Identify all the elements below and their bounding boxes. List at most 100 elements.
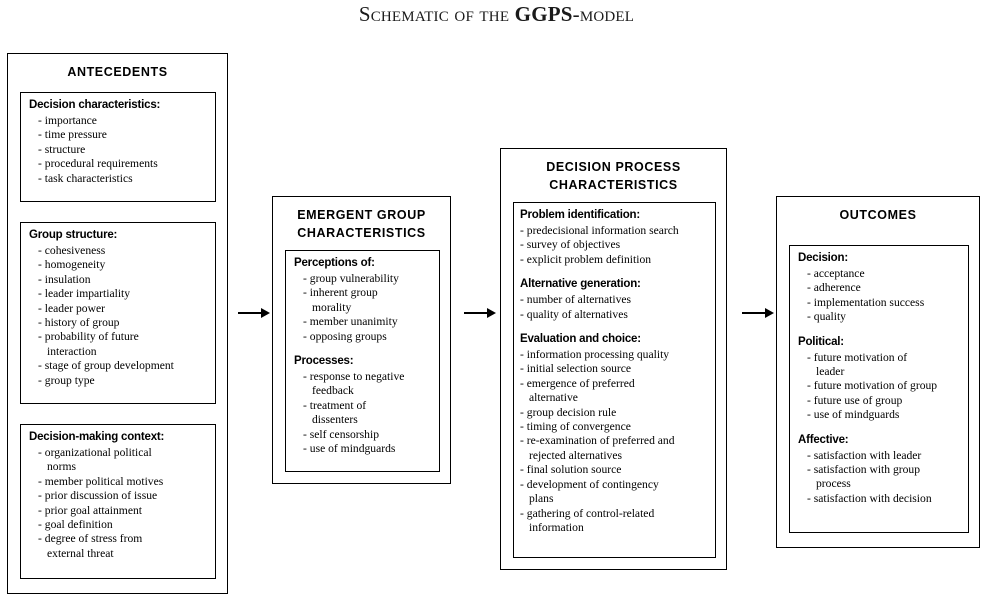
arrow-head-icon	[487, 307, 496, 318]
panel-emergent-characteristics: Perceptions of: - group vulnerability - …	[285, 250, 440, 472]
list-item: - response to negative feedback	[303, 370, 405, 398]
list-item-text: adherence	[813, 281, 861, 295]
list-item-text: initial selection source	[526, 362, 632, 376]
list-item-text: gathering of control-related information	[526, 506, 655, 534]
arrow-antecedents-to-emergent	[238, 307, 270, 319]
list-item-text: cohesiveness	[44, 244, 106, 257]
panel-decision-process: Problem identification: - predecisional …	[513, 202, 716, 558]
list-item: - satisfaction with decision	[807, 491, 932, 505]
list-item-text: timing of convergence	[526, 420, 631, 434]
list-item-text: final solution source	[526, 463, 622, 477]
list-item-text: group vulnerability	[309, 272, 399, 285]
list-evaluation-and-choice: - information processing quality - initi…	[520, 348, 711, 535]
list-group-structure: - cohesiveness - homogeneity - insulatio…	[29, 244, 207, 388]
list-item-text: future use of group	[813, 393, 903, 407]
list-item-text: satisfaction with group process	[813, 463, 921, 491]
arrow-shaft	[464, 312, 488, 314]
list-processes: - response to negative feedback - treatm…	[294, 370, 431, 456]
list-item: - predecisional information search	[520, 224, 679, 237]
stage-title-decision-process-characteristics: DECISION PROCESS CHARACTERISTICS	[505, 158, 722, 194]
panel-head-decision-characteristics: Decision characteristics:	[29, 99, 161, 111]
list-item: - adherence	[807, 281, 861, 295]
stage-title-outcomes: OUTCOMES	[839, 208, 917, 222]
list-item-text: leader power	[44, 301, 105, 315]
page-title-suffix: -model	[572, 2, 635, 26]
list-item: - timing of convergence	[520, 420, 631, 434]
list-affective-outcomes: - satisfaction with leader - satisfactio…	[798, 449, 960, 507]
list-item: - satisfaction with leader	[807, 448, 922, 462]
list-item-text: number of alternatives	[526, 293, 632, 307]
list-item: - development of contingency plans	[520, 477, 659, 506]
list-item: - member political motives	[38, 474, 164, 488]
list-item: - quality	[807, 310, 846, 324]
list-item: - probability of future interaction	[38, 330, 139, 358]
panel-head-affective: Affective:	[798, 433, 849, 446]
list-decision-outcomes: - acceptance - adherence - implementatio…	[798, 267, 960, 325]
list-item-text: probability of future interaction	[44, 330, 139, 358]
list-item-text: emergence of preferred alternative	[526, 376, 635, 405]
list-item-text: leader impartiality	[44, 287, 131, 301]
arrow-shaft	[238, 312, 262, 314]
list-item: - organizational political norms	[38, 446, 152, 474]
list-item: - quality of alternatives	[520, 307, 628, 321]
list-item: - time pressure	[38, 128, 107, 142]
list-item-text: treatment of dissenters	[309, 398, 367, 427]
list-item: - insulation	[38, 272, 91, 286]
list-item-text: history of group	[44, 316, 120, 330]
list-item: - re-examination of preferred and reject…	[520, 434, 675, 462]
panel-decision-making-context: Decision-making context: - organizationa…	[20, 424, 216, 579]
list-item: - structure	[38, 142, 86, 156]
list-item: - homogeneity	[38, 258, 106, 272]
list-item: - satisfaction with group process	[807, 463, 921, 491]
arrow-shaft	[742, 312, 766, 314]
list-item-text: explicit problem definition	[526, 252, 652, 266]
arrow-head-icon	[261, 307, 270, 318]
list-item-text: goal definition	[44, 518, 113, 532]
list-political-outcomes: - future motivation of leader - future m…	[798, 351, 960, 423]
list-item: - history of group	[38, 316, 120, 330]
list-item-text: group type	[44, 373, 95, 387]
list-item: - opposing groups	[303, 329, 387, 343]
list-item-text: future motivation of group	[813, 379, 938, 393]
stage-title-antecedents: ANTECEDENTS	[67, 65, 168, 79]
list-item: - member unanimity	[303, 315, 398, 329]
list-item: - leader impartiality	[38, 287, 131, 301]
page-title-prefix: Schematic of the	[358, 2, 515, 26]
list-item-text: prior discussion of issue	[44, 489, 158, 503]
stage-title-emergent-group-characteristics: EMERGENT GROUP CHARACTERISTICS	[277, 206, 446, 242]
page-title-model: GGPS	[514, 2, 573, 26]
list-item-text: survey of objectives	[526, 238, 621, 252]
list-item-text: predecisional information search	[526, 224, 679, 237]
list-item-text: homogeneity	[44, 258, 106, 272]
list-item: - emergence of preferred alternative	[520, 376, 635, 405]
stage-title-line-2: CHARACTERISTICS	[549, 178, 678, 193]
list-item-text: prior goal attainment	[44, 503, 142, 517]
panel-head-decision: Decision:	[798, 252, 848, 264]
panel-head-group-structure: Group structure:	[29, 229, 118, 241]
stage-decision-process-characteristics: DECISION PROCESS CHARACTERISTICS Problem…	[500, 148, 727, 570]
list-item-text: quality of alternatives	[526, 307, 628, 321]
list-item: - procedural requirements	[38, 157, 158, 171]
list-problem-identification: - predecisional information search - sur…	[520, 224, 711, 267]
list-item-text: satisfaction with leader	[813, 448, 922, 462]
list-item-text: re-examination of preferred and rejected…	[526, 434, 675, 462]
list-item-text: future motivation of leader	[813, 350, 908, 379]
stage-outcomes: OUTCOMES Decision: - acceptance - adhere…	[776, 196, 980, 548]
arrow-emergent-to-process	[464, 307, 496, 319]
list-item: - treatment of dissenters	[303, 398, 367, 427]
list-item: - use of mindguards	[807, 408, 900, 422]
stage-title-line-1: DECISION PROCESS	[546, 160, 681, 174]
list-item: - implementation success	[807, 295, 925, 309]
list-item-text: use of mindguards	[309, 442, 396, 456]
list-item: - gathering of control-related informati…	[520, 506, 655, 534]
list-item: - group type	[38, 373, 95, 387]
list-item: - acceptance	[807, 267, 865, 280]
stage-title-line-1: EMERGENT GROUP	[297, 208, 426, 222]
panel-head-decision-making-context: Decision-making context:	[29, 431, 165, 443]
panel-head-alternative-generation: Alternative generation:	[520, 278, 641, 291]
list-item-text: use of mindguards	[813, 408, 900, 422]
list-item: - goal definition	[38, 518, 113, 532]
panel-head-evaluation-and-choice: Evaluation and choice:	[520, 333, 641, 346]
list-item: - future use of group	[807, 393, 903, 407]
list-item-text: task characteristics	[44, 171, 133, 185]
